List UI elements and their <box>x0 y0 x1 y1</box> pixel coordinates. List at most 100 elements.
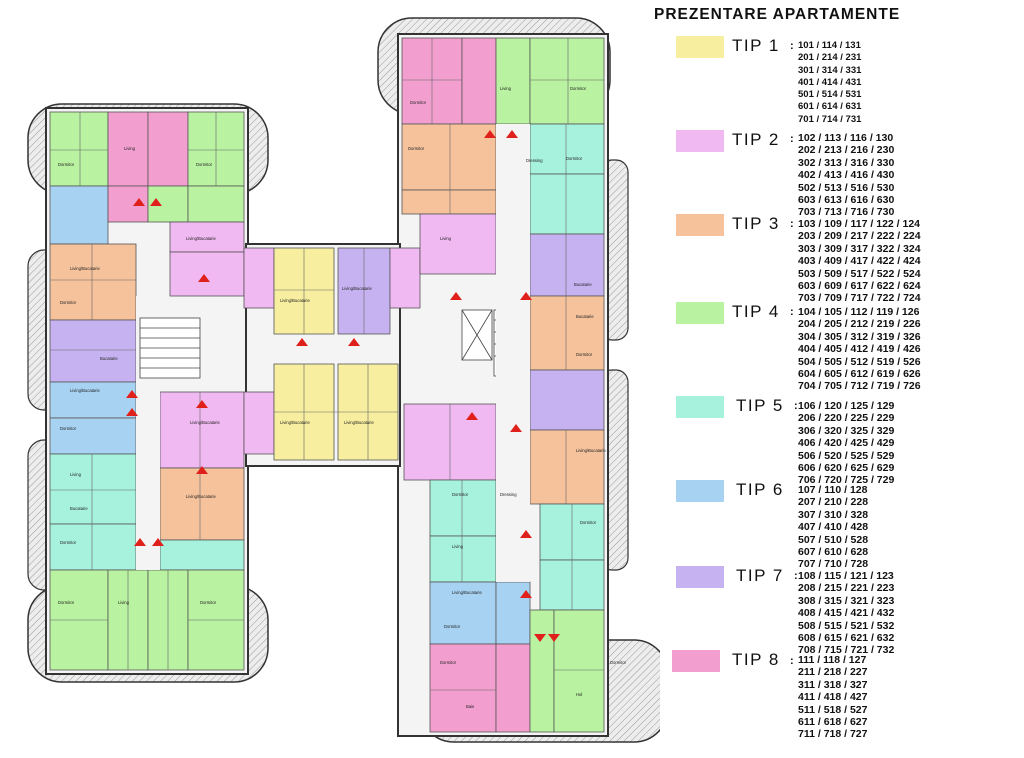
unit-row: 603 / 609 / 617 / 622 / 624 <box>798 280 921 293</box>
unit-row: 311 / 318 / 327 <box>798 678 868 691</box>
unit-row: 506 / 520 / 525 / 529 <box>798 449 895 462</box>
unit-row: 104 / 105 / 112 / 119 / 126 <box>798 306 920 318</box>
legend-unit-list: 101 / 114 / 131 201 / 214 / 231 301 / 31… <box>798 40 861 126</box>
unit-row: 411 / 418 / 427 <box>798 691 868 704</box>
legend-title: PREZENTARE APARTAMENTE <box>654 6 901 23</box>
legend-unit-list: 111 / 118 / 127 211 / 218 / 227 311 / 31… <box>798 654 867 741</box>
legend-swatch <box>676 130 724 152</box>
unit-row: 202 / 213 / 216 / 230 <box>798 144 895 157</box>
room-label: Living <box>440 236 452 241</box>
room-label: Living/Bucatarie <box>280 298 310 303</box>
unit-row: 102 / 113 / 116 / 130 <box>798 132 894 144</box>
legend-type-label: TIP 4 <box>732 302 780 321</box>
room-label: Bucatarie <box>574 282 592 287</box>
unit-row: 406 / 420 / 425 / 429 <box>798 437 895 450</box>
room-label: Dormitor <box>58 162 75 167</box>
legend-colon: : <box>794 400 798 412</box>
room-label: Living/Bucatarie <box>186 236 216 241</box>
legend-colon: : <box>790 655 794 667</box>
unit-row: 302 / 313 / 316 / 330 <box>798 156 895 169</box>
unit-row: 706 / 720 / 725 / 729 <box>798 474 895 487</box>
legend-unit-list: 104 / 105 / 112 / 119 / 126 204 / 205 / … <box>798 306 921 393</box>
unit-row: 508 / 515 / 521 / 532 <box>798 619 895 632</box>
room-label: Living <box>500 86 512 91</box>
room-label: Living/Bucatarie <box>344 420 374 425</box>
legend-colon: : <box>790 40 794 52</box>
room-label: Dormitor <box>566 156 583 161</box>
unit-row: 511 / 518 / 527 <box>798 703 868 716</box>
room-label: Dormitor <box>60 300 77 305</box>
room-label: Living <box>118 600 130 605</box>
legend-unit-list: 103 / 109 / 117 / 122 / 124 203 / 209 / … <box>798 218 921 305</box>
legend-type-label: TIP 3 <box>732 214 780 233</box>
room-label: Baie <box>466 704 475 709</box>
unit-row: 608 / 615 / 621 / 632 <box>798 632 895 645</box>
room-label: Dormitor <box>60 426 77 431</box>
room-label: Dormitor <box>440 660 457 665</box>
legend-panel: PREZENTARE APARTAMENTE TIP 1 : 101 / 114… <box>648 0 1024 758</box>
legend-type-label: TIP 7 <box>736 566 784 585</box>
unit-row: 601 / 614 / 631 <box>798 101 862 113</box>
legend-unit-list: 107 / 110 / 128 207 / 210 / 228 307 / 31… <box>798 484 868 571</box>
room-label: Dormitor <box>408 146 425 151</box>
unit-row: 611 / 618 / 627 <box>798 716 868 729</box>
unit-row: 207 / 210 / 228 <box>798 496 869 509</box>
unit-row: 503 / 509 / 517 / 522 / 524 <box>798 267 921 280</box>
unit-row: 401 / 414 / 431 <box>798 76 862 88</box>
room-label: Living <box>124 146 136 151</box>
legend-unit-list: 102 / 113 / 116 / 130 202 / 213 / 216 / … <box>798 132 894 219</box>
unit-row: 206 / 220 / 225 / 229 <box>798 412 895 425</box>
room-label: Living/Bucatarie <box>342 286 372 291</box>
unit-row: 204 / 205 / 212 / 219 / 226 <box>798 318 921 331</box>
unit-row: 103 / 109 / 117 / 122 / 124 <box>798 218 921 230</box>
room-label: Dormitor <box>60 540 77 545</box>
legend-swatch <box>676 396 724 418</box>
room-label: Living <box>70 472 82 477</box>
unit-row: 203 / 209 / 217 / 222 / 224 <box>798 230 921 243</box>
room-label: Dormitor <box>444 624 461 629</box>
unit-row: 108 / 115 / 121 / 123 <box>798 570 894 582</box>
room-label: Living/Bucatarie <box>576 448 606 453</box>
room-label: Living/Bucatarie <box>70 388 100 393</box>
room-label: Dormitor <box>570 86 587 91</box>
legend-swatch <box>676 302 724 324</box>
unit-row: 701 / 714 / 731 <box>798 113 862 125</box>
unit-row: 407 / 410 / 428 <box>798 521 869 534</box>
unit-row: 408 / 415 / 421 / 432 <box>798 607 895 620</box>
legend-type-label: TIP 5 <box>736 396 784 415</box>
floor-plan: Dormitor Living Dormitor Living/Bucatari… <box>27 17 660 743</box>
legend-swatch <box>676 214 724 236</box>
legend-swatch <box>676 36 724 58</box>
unit-row: 504 / 505 / 512 / 519 / 526 <box>798 355 921 368</box>
room-walls <box>50 38 604 691</box>
unit-row: 403 / 409 / 417 / 422 / 424 <box>798 255 921 268</box>
unit-row: 501 / 514 / 531 <box>798 89 862 101</box>
legend-swatch <box>676 566 724 588</box>
room-label: Living/Bucatarie <box>190 420 220 425</box>
room-label: Living/Bucatarie <box>186 494 216 499</box>
unit-row: 201 / 214 / 231 <box>798 52 862 64</box>
unit-row: 307 / 310 / 328 <box>798 508 869 521</box>
unit-row: 107 / 110 / 128 <box>798 484 868 496</box>
room-label: Dressing <box>526 158 543 163</box>
room-label: Living/Bucatarie <box>452 590 482 595</box>
unit-row: 101 / 114 / 131 <box>798 40 861 51</box>
unit-row: 301 / 314 / 331 <box>798 64 862 76</box>
room-label: Living <box>452 544 464 549</box>
unit-row: 106 / 120 / 125 / 129 <box>798 400 895 412</box>
unit-row: 402 / 413 / 416 / 430 <box>798 169 895 182</box>
unit-row: 604 / 605 / 612 / 619 / 626 <box>798 368 921 381</box>
room-label: Dormitor <box>196 162 213 167</box>
legend-unit-list: 106 / 120 / 125 / 129 206 / 220 / 225 / … <box>798 400 894 487</box>
entrance-markers <box>126 130 560 642</box>
room-labels: Dormitor Living Dormitor Living/Bucatari… <box>58 86 627 709</box>
room-label: Bucatarie <box>100 356 118 361</box>
legend-type-label: TIP 6 <box>736 480 784 499</box>
room-label: Living/Bucatarie <box>70 266 100 271</box>
unit-row: 703 / 713 / 716 / 730 <box>798 206 895 219</box>
room-label: Dormitor <box>410 100 427 105</box>
room-label: Dormitor <box>200 600 217 605</box>
unit-row: 606 / 620 / 625 / 629 <box>798 462 895 475</box>
room-label: Dormitor <box>580 520 597 525</box>
unit-row: 404 / 405 / 412 / 419 / 426 <box>798 343 921 356</box>
